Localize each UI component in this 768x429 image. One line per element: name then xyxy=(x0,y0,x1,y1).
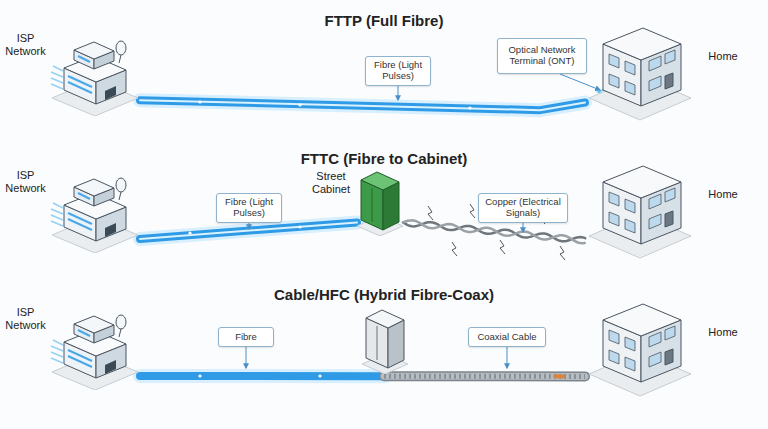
fibre-core xyxy=(140,100,585,110)
callout-box: Fibre (Light Pulses) xyxy=(216,193,282,223)
home-building: Home xyxy=(585,152,695,260)
isp-network-building: ISP Network xyxy=(50,28,140,116)
fibre-core xyxy=(140,372,384,380)
street-cabinet-drawing xyxy=(357,172,403,236)
callout-text: Coaxial Cable xyxy=(477,332,536,343)
home-building-shape xyxy=(585,290,695,398)
fibre-highlight xyxy=(140,222,357,239)
fibre-glow xyxy=(140,222,357,239)
isp-network-building-drawing xyxy=(51,41,138,116)
home-building: Home xyxy=(585,14,695,122)
home-building-shape xyxy=(585,14,695,122)
node-label: Home xyxy=(703,188,743,201)
fibre-glow xyxy=(140,100,585,110)
callout-text: Optical Network Terminal (ONT) xyxy=(501,45,583,67)
isp-network-building-shape xyxy=(50,28,140,116)
fibre-coax-cable xyxy=(140,375,585,376)
fibre-glow xyxy=(140,369,384,383)
node-label: ISP Network xyxy=(3,32,48,58)
callout-text: Fibre xyxy=(235,332,257,343)
leader-arrows xyxy=(246,74,600,368)
isp-network-building-shape xyxy=(50,302,140,390)
node-label: Street Cabinet xyxy=(307,170,355,196)
isp-network-building-drawing xyxy=(51,315,138,390)
node-label: ISP Network xyxy=(3,306,48,332)
callout-box: Optical Network Terminal (ONT) xyxy=(497,38,587,74)
callout-text: Fibre (Light Pulses) xyxy=(220,197,278,219)
home-building-drawing xyxy=(589,304,691,396)
street-cabinet: Street Cabinet xyxy=(357,168,403,236)
callout-box: Coaxial Cable xyxy=(468,327,546,347)
copper-wire xyxy=(403,220,585,243)
callout-text: Copper (Electrical Signals) xyxy=(482,197,564,219)
coax-sheath xyxy=(384,371,585,381)
light-pulses xyxy=(188,100,471,377)
coax-braid xyxy=(384,374,585,379)
callout-box: Fibre xyxy=(218,327,274,347)
callout-box: Fibre (Light Pulses) xyxy=(365,56,431,86)
home-building-shape xyxy=(585,152,695,260)
fibre-highlight xyxy=(140,100,585,110)
fibre-cable xyxy=(140,100,585,110)
home-building: Home xyxy=(585,290,695,398)
home-building-drawing xyxy=(589,166,691,258)
isp-network-building-drawing xyxy=(51,178,138,253)
isp-network-building-shape xyxy=(50,165,140,253)
street-cabinet-shape xyxy=(357,168,403,236)
copper-wire xyxy=(403,222,585,241)
fibre-cable xyxy=(140,222,357,239)
node-label: Home xyxy=(703,50,743,63)
home-building-drawing xyxy=(589,28,691,120)
cabinet-illustration xyxy=(362,310,408,374)
coax-body xyxy=(384,373,585,380)
section-title: FTTC (Fibre to Cabinet) xyxy=(184,150,584,167)
copper-cable xyxy=(403,220,585,243)
callout-box: Copper (Electrical Signals) xyxy=(478,193,568,223)
section-title: Cable/HFC (Hybrid Fibre-Coax) xyxy=(184,286,584,303)
callout-text: Fibre (Light Pulses) xyxy=(369,60,427,82)
coax-copper-core xyxy=(555,374,563,378)
node-label: Home xyxy=(703,326,743,339)
isp-network-building: ISP Network xyxy=(50,302,140,390)
node-label: ISP Network xyxy=(3,169,48,195)
section-title: FTTP (Full Fibre) xyxy=(184,12,584,29)
fibre-core xyxy=(140,222,357,239)
isp-network-building: ISP Network xyxy=(50,165,140,253)
